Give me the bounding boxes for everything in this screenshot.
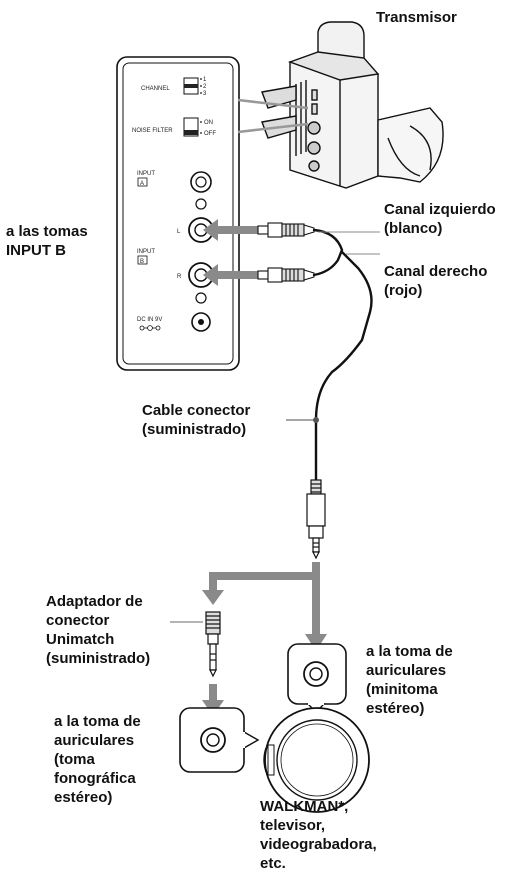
panel-noise-filter-label: NOISE FILTER [132,128,173,134]
adaptador-label-line4: (suministrado) [46,650,151,667]
panel-input-b-label: INPUT [137,249,155,255]
panel-input-b-letter: B [140,259,144,265]
mini-jack-callout [287,643,347,713]
transmitter-device [261,21,444,189]
arrow-into-left-jack [203,219,258,241]
input-b-label-line2: INPUT B [6,242,66,259]
arrow-into-right-jack [203,264,258,286]
panel-off: OFF [204,131,216,137]
panel-channel-label: CHANNEL [141,86,170,92]
connecting-cable [312,228,373,482]
panel-ch2: 2 [203,84,207,90]
input-b-label-line1: a las tomas [6,223,88,240]
canal-izquierdo-color: (blanco) [384,220,443,237]
adaptador-label-line1: Adaptador de [46,593,143,610]
panel-ch3: 3 [203,91,207,97]
canal-derecho-label: Canal derecho [384,263,488,280]
walkman-label-line3: videograbadora, [260,836,377,853]
fonografica-label-line4: fonográfica [54,770,136,787]
rca-plug-right [257,267,315,283]
panel-input-a-letter: A [140,181,144,187]
routing-arrows [202,562,327,651]
input-panel: CHANNEL 1 2 3 NOISE FILTER ON OFF INPUT … [116,56,309,371]
transmisor-label: Transmisor [376,9,457,26]
adaptador-label-line3: Unimatch [46,631,115,648]
cable-conector-sub: (suministrado) [142,421,247,438]
cable-conector-label: Cable conector [142,402,251,419]
rca-plug-left [257,222,315,238]
minitoma-label-line4: estéreo) [366,700,425,717]
panel-right-label: R [177,274,182,280]
mini-plug [306,479,326,560]
cable-label-dot [313,417,319,423]
phono-jack-callout [179,707,260,773]
canal-derecho-color: (rojo) [384,282,423,299]
walkman-label-line2: televisor, [260,817,326,834]
panel-dc-in-label: DC IN 9V [137,317,162,323]
walkman-device [263,707,370,813]
minitoma-label-line1: a la toma de [366,643,453,660]
fonografica-label-line1: a la toma de [54,713,141,730]
fonografica-label-line2: auriculares [54,732,135,749]
walkman-label-line1: WALKMAN*, [260,798,349,815]
minitoma-label-line3: (minitoma [366,681,438,698]
panel-ch1: 1 [203,77,207,83]
panel-left-label: L [177,229,181,235]
unimatch-adapter [170,611,221,678]
minitoma-label-line2: auriculares [366,662,447,679]
fonografica-label-line5: estéreo) [54,789,113,806]
panel-on: ON [204,120,213,126]
fonografica-label-line3: (toma [54,751,95,768]
walkman-label-line4: etc. [260,855,286,872]
canal-izquierdo-label: Canal izquierdo [384,201,496,218]
panel-input-a-label: INPUT [137,171,155,177]
adaptador-label-line2: conector [46,612,110,629]
